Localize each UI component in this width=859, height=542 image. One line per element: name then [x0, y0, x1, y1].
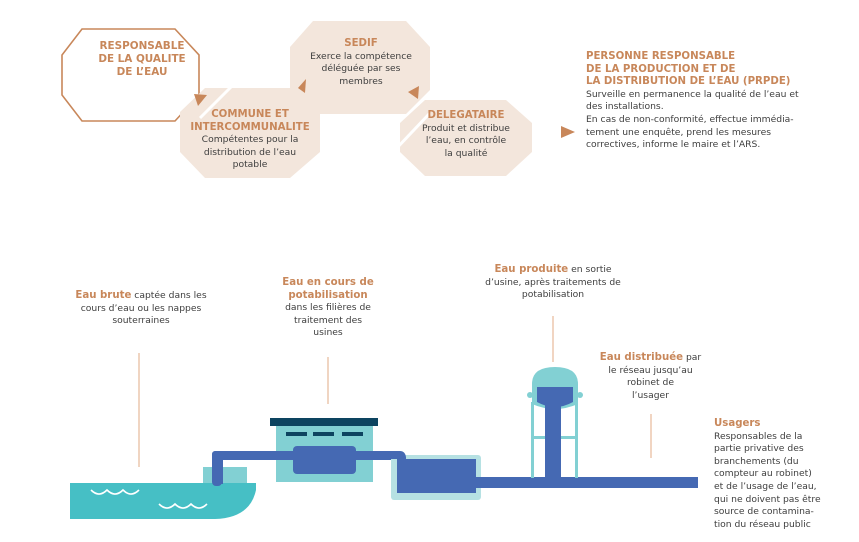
commune-desc: Compétentes pour la [201, 134, 299, 146]
prpde-desc: Surveille en permanence la qualité de l’… [586, 88, 799, 100]
potabilisation-desc: traitement des [293, 314, 363, 326]
sedif-label: SEDIF Exerce la compétence déléguée par … [291, 38, 431, 88]
plant-window [342, 432, 363, 436]
potabilisation-label: Eau en cours de potabilisation dans les … [263, 277, 393, 340]
arrow-icon [561, 126, 575, 138]
potabilisation-title: Eau en cours de [282, 277, 374, 288]
eau-brute-desc: captée dans les [131, 290, 207, 301]
tower-column [545, 400, 561, 480]
prpde-title: PERSONNE RESPONSABLE [586, 51, 736, 62]
responsable-line: RESPONSABLE [99, 40, 185, 52]
reservoir-water [397, 459, 476, 493]
usagers-desc: qui ne doivent pas être [714, 493, 821, 505]
prpde-desc: correctives, informe le maire et l’ARS. [586, 139, 761, 151]
eau-brute-title: Eau brute [75, 290, 132, 301]
eau-produite-label: Eau produite en sortie d’usine, après tr… [468, 264, 638, 302]
wave-icon [90, 488, 140, 495]
commune-title: COMMUNE ET [211, 109, 289, 120]
eau-brute-desc: souterraines [112, 315, 170, 327]
eau-distribuee-desc: robinet de [626, 377, 675, 389]
eau-distribuee-label: Eau distribuée par le réseau jusqu’au ro… [588, 352, 713, 402]
eau-brute-label: Eau brute captée dans les cours d’eau ou… [66, 290, 216, 328]
prpde-desc: tement une enquête, prend les mesures [586, 126, 772, 138]
separator [393, 111, 432, 152]
sedif-desc: Exerce la compétence [310, 50, 412, 62]
potabilisation-desc: usines [313, 327, 343, 339]
sedif-desc: déléguée par ses [321, 63, 401, 75]
prpde-label: PERSONNE RESPONSABLE DE LA PRODUCTION ET… [586, 51, 851, 152]
pipe-distribution [476, 477, 698, 488]
usagers-desc: partie privative des [714, 443, 804, 455]
wave-icon [158, 502, 208, 509]
eau-produite-desc: d’usine, après traitements de [485, 276, 621, 288]
prpde-title: LA DISTRIBUTION DE L’EAU (PRPDE) [586, 76, 791, 88]
tower-leg [531, 402, 534, 478]
arrow-icon [298, 79, 306, 93]
commune-label: COMMUNE ET INTERCOMMUNALITE Compétentes … [180, 109, 320, 172]
tower-tank-rim [577, 392, 583, 398]
hexagon-commune [180, 88, 320, 178]
prpde-title: DE LA PRODUCTION ET DE [586, 63, 736, 75]
eau-produite-desc: potabilisation [521, 289, 585, 301]
usagers-desc: compteur au robinet) [714, 468, 812, 480]
hexagon-responsable-outline [61, 28, 200, 122]
tower-leg [575, 402, 578, 478]
usagers-title: Usagers [714, 418, 761, 429]
sedif-desc: membres [339, 75, 383, 87]
plant-window [286, 432, 307, 436]
filter-tank [293, 446, 356, 474]
delegataire-desc: l’eau, en contrôle [425, 135, 507, 147]
delegataire-label: DELEGATAIRE Produit et distribue l’eau, … [400, 110, 532, 160]
eau-produite-desc: en sortie [568, 264, 612, 275]
usagers-desc: Responsables de la [714, 430, 803, 442]
responsable-line: DE LA QUALITE [98, 53, 186, 65]
prpde-desc: En cas de non-conformité, effectue imméd… [586, 113, 794, 125]
responsable-line: DE L’EAU [116, 66, 168, 78]
delegataire-desc: la qualité [444, 147, 488, 159]
commune-desc: potable [232, 159, 268, 171]
eau-distribuee-desc: par [683, 352, 702, 363]
commune-title: INTERCOMMUNALITE [190, 121, 310, 133]
delegataire-title: DELEGATAIRE [427, 110, 505, 121]
usagers-desc: branchements (du [714, 455, 799, 467]
eau-distribuee-desc: l’usager [632, 389, 669, 401]
prpde-desc: des installations. [586, 101, 664, 113]
usagers-desc: et de l’usage de l’eau, [714, 480, 817, 492]
commune-desc: distribution de l’eau [203, 146, 297, 158]
usagers-label: Usagers Responsables de la partie privat… [714, 418, 859, 531]
arrow-icon [194, 94, 207, 106]
tower-tank-rim [527, 392, 533, 398]
eau-distribuee-title: Eau distribuée [599, 352, 684, 363]
usagers-desc: tion du réseau public [714, 518, 811, 530]
eau-distribuee-desc: le réseau jusqu’au [608, 364, 693, 376]
pipe-step [380, 451, 406, 459]
eau-produite-title: Eau produite [494, 264, 569, 275]
sedif-title: SEDIF [344, 38, 378, 49]
intake-block [203, 467, 247, 483]
delegataire-desc: Produit et distribue [422, 122, 510, 134]
potabilisation-title: potabilisation [288, 289, 368, 301]
separator [198, 84, 234, 120]
plant-window [313, 432, 334, 436]
hexagon-sedif [290, 21, 430, 114]
river-source [70, 483, 256, 519]
eau-brute-desc: cours d’eau ou les nappes [80, 302, 202, 314]
plant-roof [270, 418, 378, 426]
potabilisation-desc: dans les filières de [285, 302, 371, 314]
usagers-desc: source de contamina- [714, 506, 814, 518]
arrow-icon [408, 86, 419, 99]
hexagon-delegataire [400, 100, 532, 176]
responsable-label: RESPONSABLE DE LA QUALITE DE L’EAU [86, 40, 198, 79]
